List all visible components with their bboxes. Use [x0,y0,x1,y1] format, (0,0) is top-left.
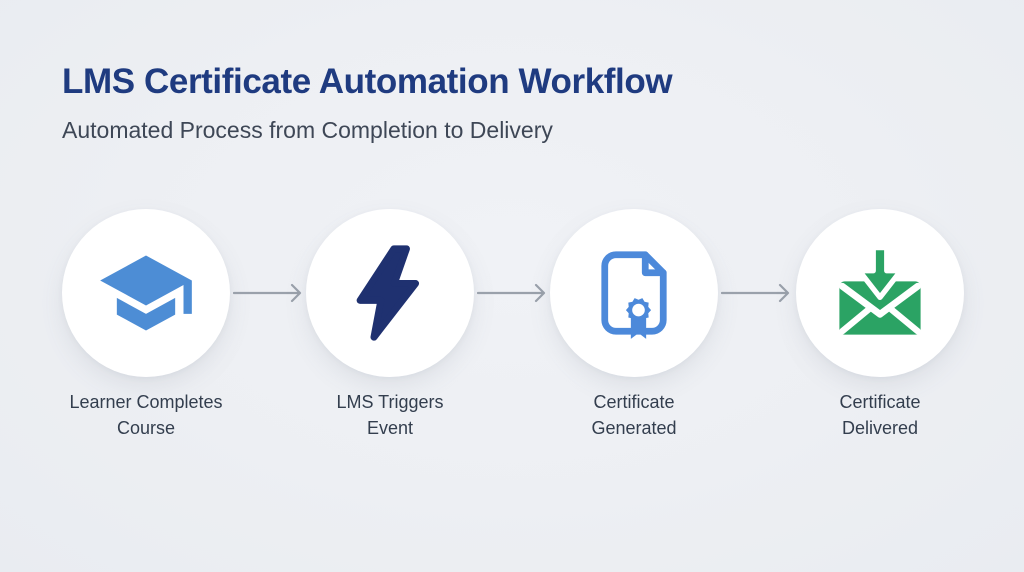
lightning-bolt-icon [356,245,420,341]
step-lms-triggers-event: LMS Triggers Event [290,209,490,441]
step-label: Certificate Generated [591,392,677,438]
page-subtitle: Automated Process from Completion to Del… [62,117,553,143]
flow-arrow-icon [233,283,302,303]
step-label: Learner Completes Course [69,392,223,438]
flow-arrow-icon [721,283,790,303]
graduation-cap-icon [100,255,192,331]
step-certificate-delivered: Certificate Delivered [780,209,980,441]
step-label: LMS Triggers Event [336,392,444,438]
certificate-ribbon-icon [601,251,667,339]
step-circle [550,209,718,377]
envelope-download-icon [838,244,922,335]
page-title: LMS Certificate Automation Workflow [62,62,673,101]
step-circle [306,209,474,377]
step-circle [62,209,230,377]
step-certificate-generated: Certificate Generated [534,209,734,441]
step-learner-completes-course: Learner Completes Course [46,209,246,441]
flow-arrow-icon [477,283,546,303]
step-circle [796,209,964,377]
step-label: Certificate Delivered [839,392,921,438]
